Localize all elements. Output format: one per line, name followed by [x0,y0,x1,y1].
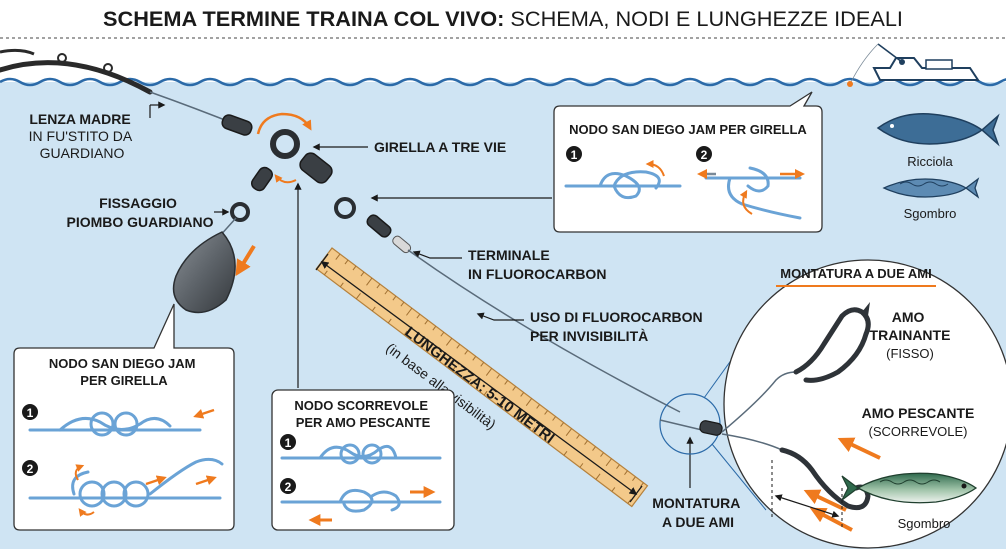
knot-left-1-arrow [193,408,215,419]
callout-left-title-l1: NODO SAN DIEGO JAM [49,356,196,371]
montatura-circle: MONTATURA A DUE AMI AMO TRAINANTE (FISSO… [659,259,1006,549]
montatura-distance-arrow [774,494,840,518]
label-fissaggio-l1: FISSAGGIO [99,195,177,211]
knot-left-2-arrow-a [145,475,167,486]
label-montatura-bottom-l1: MONTATURA [652,495,740,511]
label-fissaggio-l2: PIOMBO GUARDIANO [67,214,214,230]
hook-trainante-icon [793,307,871,383]
callout-left-title-l2: PER GIRELLA [80,373,168,388]
callout-mid-step-2: 2 [285,480,292,494]
montatura-line-upper [721,371,797,433]
fish-label-sgombro: Sgombro [904,206,957,221]
fish-icon-sgombro [882,177,980,199]
label-amo-pescante-sub: (SCORREVOLE) [869,424,968,439]
pointer-terminale [412,250,462,259]
knot-top-2-arrow-up [739,189,753,215]
knot-diagram-top-1 [564,170,682,200]
sinker-down-arrow [235,244,256,277]
knot-diagram-mid-2 [280,488,442,513]
callout-left-title: NODO SAN DIEGO JAM PER GIRELLA [49,356,199,388]
montatura-arrow-1 [837,437,881,460]
label-terminale-l1: TERMINALE [468,247,550,263]
label-lenza-madre-l1: LENZA MADRE [29,111,130,127]
callout-mid-title-l1: NODO SCORREVOLE [294,398,428,413]
callout-top-step-1: 1 [571,148,578,162]
montatura-line-in [659,419,703,431]
callout-mid-title: NODO SCORREVOLE PER AMO PESCANTE [294,398,431,430]
title-bold: SCHEMA TERMINE TRAINA COL VIVO: [103,8,504,31]
hook-trainante-barb [862,302,870,316]
water-surface [0,77,1006,87]
callout-left-step-1: 1 [27,406,34,420]
swivel-rotation-arrow-2 [274,174,297,184]
montatura-circle-title: MONTATURA A DUE AMI [780,266,931,281]
bait-fish-icon [841,472,978,504]
knot-left-2-arrow-b [195,475,217,486]
callout-mid: NODO SCORREVOLE PER AMO PESCANTE 1 2 [271,389,455,531]
knot-top-1-arrow [645,160,665,177]
label-uso-fluoro-l1: USO DI FLUOROCARBON [530,309,703,325]
label-uso-fluoro: USO DI FLUOROCARBON PER INVISIBILITÀ [530,309,707,344]
label-amo-trainante-l1: AMO [892,309,925,325]
label-lenza-madre-l3: GUARDIANO [40,145,125,161]
page-title: SCHEMA TERMINE TRAINA COL VIVO: SCHEMA, … [103,8,903,31]
sky-background [0,0,1006,82]
fish-icon-ricciola [876,113,1000,147]
callout-mid-step-2-badge [280,478,296,494]
callout-mid-title-l2: PER AMO PESCANTE [296,415,431,430]
callout-top: NODO SAN DIEGO JAM PER GIRELLA 1 2 [553,91,823,233]
fish-label-ricciola: Ricciola [907,154,953,169]
knot-diagram-mid-1 [280,443,442,465]
label-fissaggio: FISSAGGIO PIOMBO GUARDIANO [67,195,214,230]
callout-top-step-1-badge [566,146,582,162]
callout-left-step-2: 2 [27,462,34,476]
montatura-line-lower [721,433,783,451]
label-girella-tre-vie: GIRELLA A TRE VIE [374,139,506,155]
label-amo-trainante: AMO TRAINANTE [870,309,951,343]
sinker-icon [172,231,236,314]
length-tick-start [315,253,329,271]
montatura-swivel-icon [699,420,723,436]
callout-top-step-2: 2 [701,148,708,162]
zoom-connector-bottom [711,443,767,511]
label-montatura-bottom: MONTATURA A DUE AMI [652,495,744,530]
knot-left-2-arrow-c [74,464,85,481]
knot-diagram-left-1 [28,411,202,437]
label-terminale: TERMINALE IN FLUOROCARBON [468,247,606,282]
swivel-rotation-arrow [256,112,312,135]
label-montatura-bottom-l2: A DUE AMI [662,514,734,530]
length-dimension-line [320,261,638,495]
label-uso-fluoro-l2: PER INVISIBILITÀ [530,328,648,344]
label-terminale-l2: IN FLUOROCARBON [468,266,606,282]
boat-icon [847,43,980,87]
callout-left: NODO SAN DIEGO JAM PER GIRELLA 1 2 [13,303,235,531]
label-amo-trainante-l2: TRAINANTE [870,327,951,343]
callout-left-step-1-badge [22,404,38,420]
knot-left-2-arrow-d [78,508,95,517]
label-lenza-madre: LENZA MADRE IN FU'STITO DA GUARDIANO [29,111,136,161]
callout-top-step-2-badge [696,146,712,162]
three-way-swivel-icon [221,114,412,254]
fishing-rod-icon [0,48,153,95]
callout-left-step-2-badge [22,460,38,476]
label-amo-pescante: AMO PESCANTE [862,405,975,421]
label-lenza-madre-l2: IN FU'STITO DA [29,128,133,144]
callout-mid-step-1: 1 [285,436,292,450]
label-bait-sgombro: Sgombro [898,516,951,531]
label-amo-trainante-sub: (FISSO) [886,346,934,361]
length-tick-end [629,485,643,503]
callout-mid-step-1-badge [280,434,296,450]
pointer-uso-fluoro [476,312,524,321]
knot-diagram-top-2 [704,166,802,220]
callout-top-title: NODO SAN DIEGO JAM PER GIRELLA [569,122,807,137]
title-rest: SCHEMA, NODI E LUNGHEZZE IDEALI [504,8,903,31]
